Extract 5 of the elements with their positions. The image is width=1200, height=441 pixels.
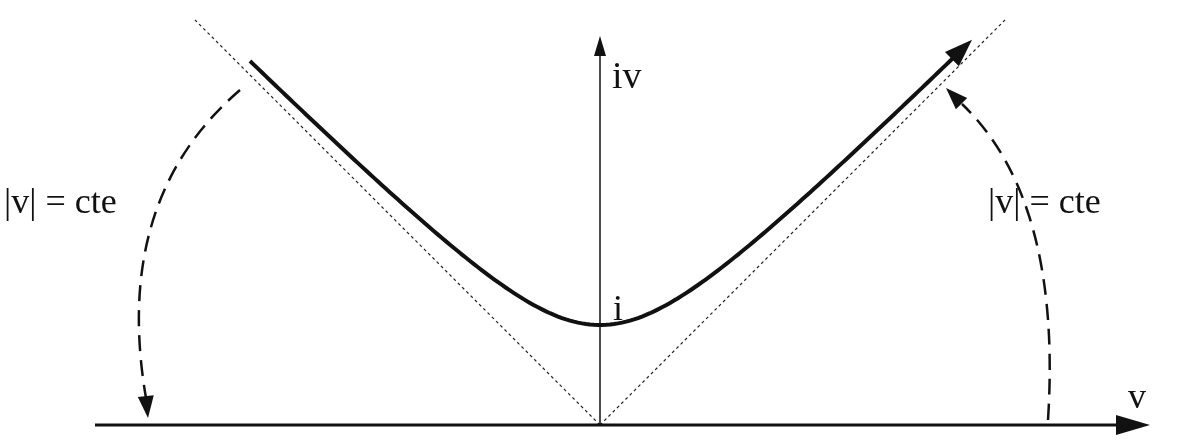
modulus-label: |v| = cte [988,183,1101,219]
axis-label: v [1128,378,1146,414]
point-label: i [613,290,623,326]
axis-label: iv [612,56,642,94]
modulus-label: |v| = cte [4,183,117,219]
